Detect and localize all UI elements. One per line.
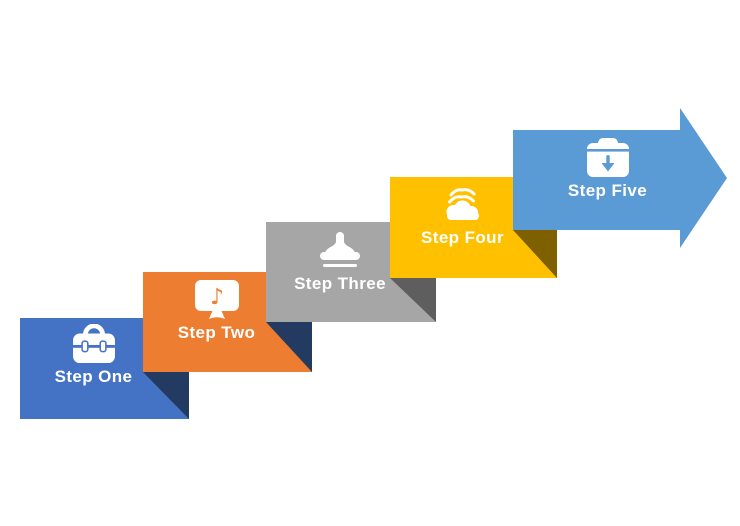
step-four-label: Step Four	[421, 228, 504, 247]
step-one-label: Step One	[54, 367, 133, 386]
step-five-arrow	[513, 108, 727, 248]
step-five-content: Step Five	[535, 138, 680, 200]
step-three-label: Step Three	[294, 274, 386, 293]
step-two-label: Step Two	[177, 323, 256, 342]
stamp-icon	[316, 231, 364, 271]
step-five-group: Step Five	[513, 108, 727, 248]
step-five-label: Step Five	[567, 181, 648, 200]
toolbox-icon	[71, 324, 117, 364]
step-two-content: ♪ Step Two	[143, 280, 290, 342]
monitor-music-icon: ♪	[194, 280, 240, 320]
music-note-glyph: ♪	[209, 285, 223, 310]
step-three-content: Step Three	[266, 231, 414, 293]
folder-download-icon	[585, 138, 631, 178]
step-four-content: Step Four	[390, 185, 535, 247]
cloud-stack-icon	[439, 185, 487, 225]
step-one-content: Step One	[20, 324, 167, 386]
